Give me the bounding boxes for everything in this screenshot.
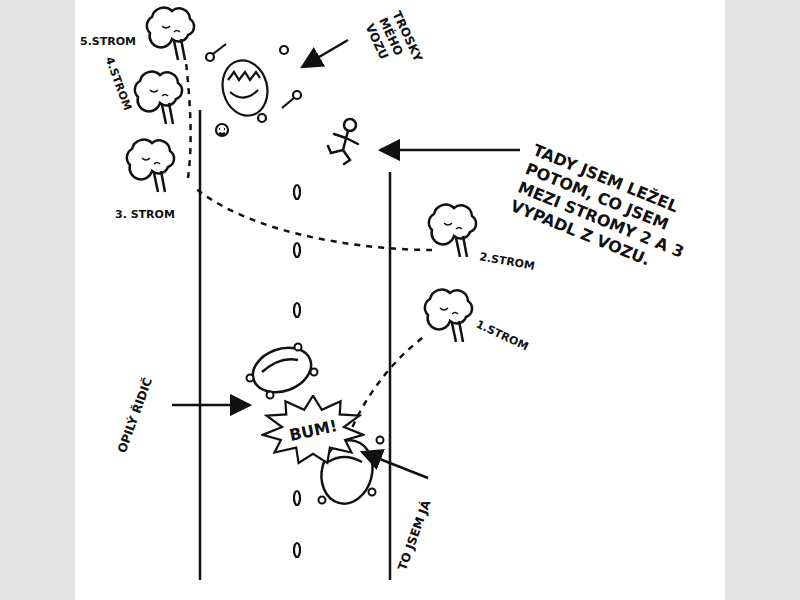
trees xyxy=(127,8,476,342)
handwritten-label: TO JSEM JÁ xyxy=(395,498,434,572)
impact-starburst: BUM! xyxy=(261,395,365,465)
leader-arrow xyxy=(172,404,250,407)
starburst-shape xyxy=(263,396,364,463)
handwritten-label: 1.STROM xyxy=(474,318,531,354)
side-band xyxy=(725,0,800,600)
handwritten-label: OPILÝ ŘIDIČ xyxy=(114,375,155,454)
handwritten-label: TROSKY MÉHO VOZU xyxy=(362,8,429,83)
handwritten-label: TADY JSEM LEŽEL POTOM, CO JSEM MEZI STRO… xyxy=(507,140,722,289)
leader-arrow xyxy=(302,40,348,67)
side-band xyxy=(0,0,75,600)
leader-arrow xyxy=(362,452,428,478)
trajectory xyxy=(186,62,432,438)
leader-arrows xyxy=(172,40,520,478)
lying-person xyxy=(328,119,358,164)
car-wreck xyxy=(206,44,301,136)
road xyxy=(200,110,390,580)
handwritten-label: 2.STROM xyxy=(478,250,536,273)
handwritten-label: 5.STROM xyxy=(80,35,136,49)
drunk-car xyxy=(247,340,318,400)
handwritten-label: 4.STROM xyxy=(102,55,134,112)
leader-arrow xyxy=(380,149,520,152)
handwritten-label: 3. STROM xyxy=(115,208,175,222)
